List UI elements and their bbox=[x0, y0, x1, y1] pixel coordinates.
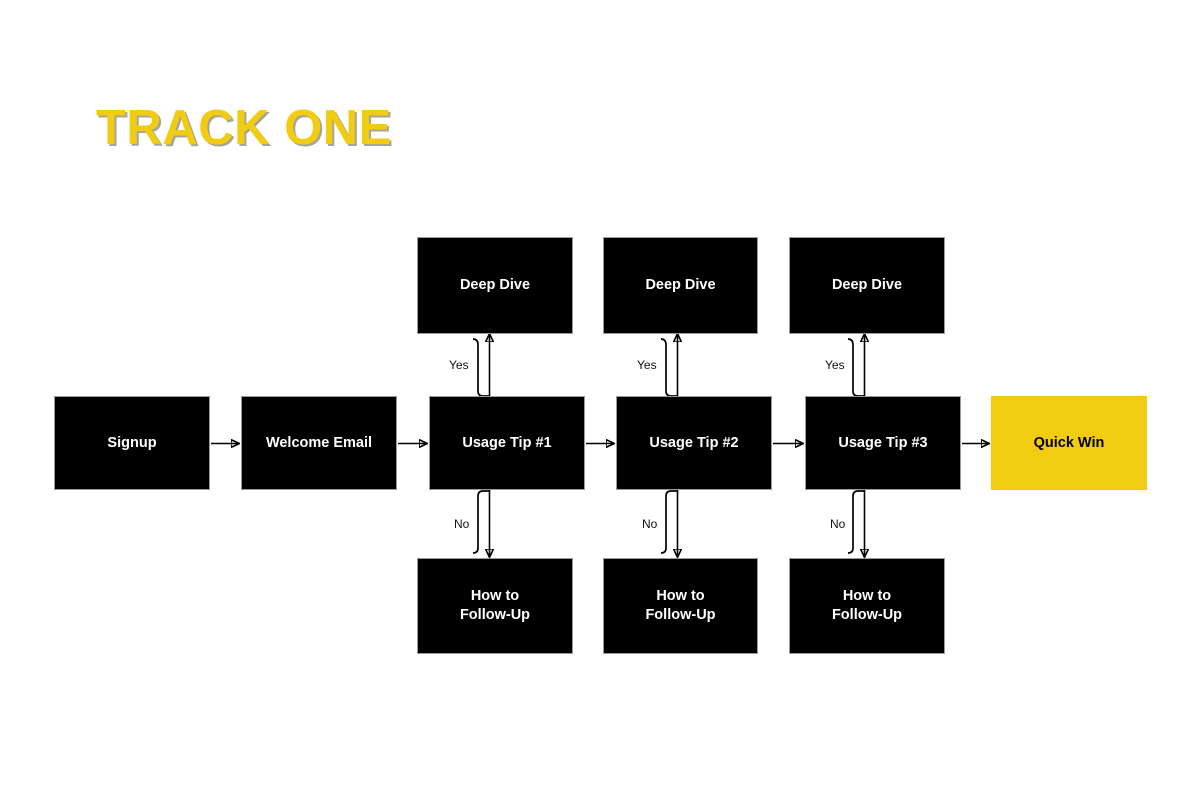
edge-label-no-3: No bbox=[830, 517, 846, 531]
node-usage-tip-2[interactable]: Usage Tip #2 bbox=[616, 396, 772, 490]
branch-yes-1 bbox=[472, 334, 490, 397]
node-quick-win[interactable]: Quick Win bbox=[991, 396, 1147, 490]
node-follow-up-2[interactable]: How to Follow-Up bbox=[603, 558, 758, 654]
edge-label-yes-3: Yes bbox=[825, 358, 845, 372]
branch-yes-2 bbox=[660, 334, 678, 397]
branch-no-1 bbox=[472, 490, 490, 557]
page-title: TRACK ONE bbox=[96, 101, 392, 155]
edge-label-no-1: No bbox=[454, 517, 470, 531]
node-signup[interactable]: Signup bbox=[54, 396, 210, 490]
branch-yes-3 bbox=[847, 334, 865, 397]
branch-no-3 bbox=[847, 490, 865, 557]
branch-no-2 bbox=[660, 490, 678, 557]
node-welcome-email[interactable]: Welcome Email bbox=[241, 396, 397, 490]
edge-label-yes-2: Yes bbox=[637, 358, 657, 372]
edge-label-yes-1: Yes bbox=[449, 358, 469, 372]
edge-label-no-2: No bbox=[642, 517, 658, 531]
node-follow-up-1[interactable]: How to Follow-Up bbox=[417, 558, 573, 654]
node-follow-up-3[interactable]: How to Follow-Up bbox=[789, 558, 945, 654]
node-deep-dive-3[interactable]: Deep Dive bbox=[789, 237, 945, 334]
node-usage-tip-1[interactable]: Usage Tip #1 bbox=[429, 396, 585, 490]
node-usage-tip-3[interactable]: Usage Tip #3 bbox=[805, 396, 961, 490]
node-deep-dive-2[interactable]: Deep Dive bbox=[603, 237, 758, 334]
node-deep-dive-1[interactable]: Deep Dive bbox=[417, 237, 573, 334]
